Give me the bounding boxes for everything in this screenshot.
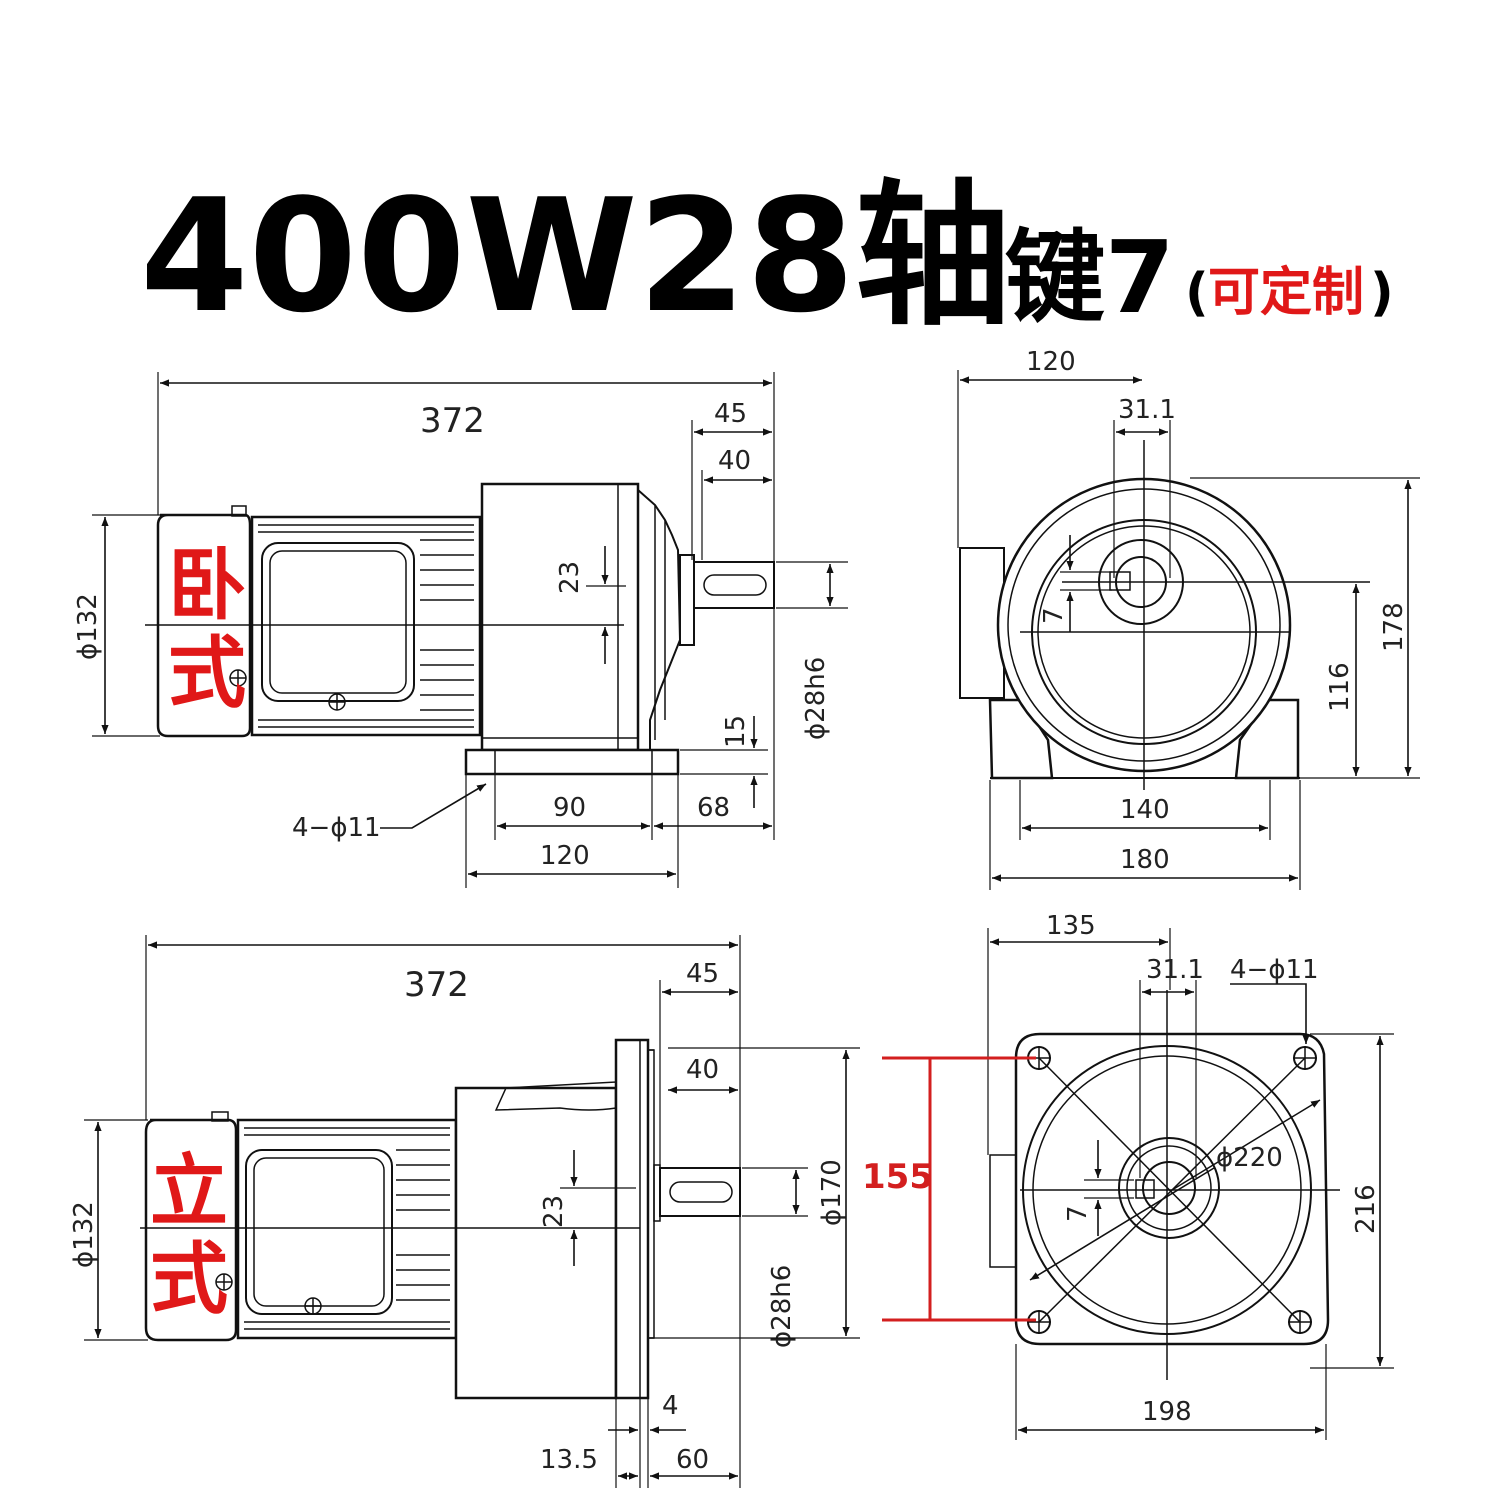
dim-hole-spacing: 155 (862, 1157, 933, 1197)
cap-screw-icon (229, 669, 247, 687)
dim-flange-13-5: 13.5 (540, 1445, 598, 1475)
title-main: 400W28轴 (140, 165, 1011, 347)
title: 400W28轴 键7 ( 可定制 ) (140, 165, 1394, 347)
output-shaft (693, 561, 775, 609)
dim-width-135: 135 (1046, 911, 1096, 941)
dim-flange-4: 4 (662, 1391, 679, 1421)
gearbox-body (480, 482, 640, 752)
screw-icon-v (304, 1297, 322, 1315)
motor-fins (258, 524, 474, 728)
dim-pcd: ϕ220 (1216, 1143, 1283, 1173)
horizontal-end-view: 120 31.1 7 116 178 140 180 (957, 347, 1420, 890)
dim-base-15: 15 (721, 715, 751, 748)
motor-end-cap-v (144, 1118, 238, 1342)
dim-overall-length-v: 372 (404, 965, 469, 1005)
output-shaft-v (659, 1167, 741, 1217)
gearbox-body-v (454, 1086, 618, 1400)
dim-height-178: 178 (1379, 602, 1409, 652)
dim-key-31-1-v: 31.1 (1146, 955, 1204, 985)
motor-body-v (236, 1118, 458, 1340)
key-slot-v (1135, 1179, 1155, 1199)
dim-width-198: 198 (1142, 1397, 1192, 1427)
dim-shaft-dia-v: ϕ28h6 (767, 1265, 797, 1348)
output-flange (679, 554, 695, 646)
title-key: 键7 (1005, 219, 1175, 336)
motor-body (250, 515, 482, 737)
cap-screw-icon-v (215, 1273, 233, 1291)
terminal-box-inner (269, 550, 407, 694)
dim-key-23: 23 (555, 561, 585, 594)
shaft-boss-v (1118, 1137, 1220, 1239)
dim-shaft-dia: ϕ28h6 (801, 657, 831, 740)
horizontal-side-view: 卧 式 372 45 40 ϕ132 23 ϕ28h6 (73, 372, 848, 888)
dim-base-68: 68 (697, 793, 730, 823)
screw-icon (328, 693, 346, 711)
title-open-paren: ( (1185, 263, 1209, 323)
dim-base-180: 180 (1120, 845, 1170, 875)
dim-shaft-40: 40 (718, 446, 751, 476)
gearbox-taper (637, 489, 682, 750)
mounting-flange (614, 1038, 650, 1400)
shaft-end-v (1142, 1161, 1196, 1215)
dim-key-23-v: 23 (539, 1195, 569, 1228)
dim-height-116: 116 (1325, 662, 1355, 712)
shaft-key (703, 574, 767, 596)
dim-shaft-45-v: 45 (686, 959, 719, 989)
dim-overall-length: 372 (420, 401, 485, 441)
terminal-box (261, 542, 415, 702)
title-customizable: 可定制 (1208, 263, 1364, 323)
dim-key-31-1: 31.1 (1118, 395, 1176, 425)
side-label-horizontal-1: 卧 (168, 541, 246, 631)
dim-motor-dia: ϕ132 (73, 593, 103, 660)
dim-base-120: 120 (540, 841, 590, 871)
dim-key-7-v: 7 (1063, 1205, 1093, 1222)
foot-left (988, 698, 1054, 780)
dim-height-216: 216 (1351, 1184, 1381, 1234)
hole-callout-vertical: 4−ϕ11 (1230, 955, 1319, 985)
dim-base-90: 90 (553, 793, 586, 823)
side-label-vertical-1: 立 (150, 1147, 228, 1237)
dim-base-140: 140 (1120, 795, 1170, 825)
hole-callout-horizontal: 4−ϕ11 (292, 813, 381, 843)
terminal-box-v (245, 1149, 393, 1315)
vertical-end-view: 135 31.1 4−ϕ11 ϕ220 7 216 198 155 (862, 911, 1394, 1440)
key-slot (1109, 571, 1131, 591)
cap-tab (231, 505, 247, 517)
dim-shaft-60: 60 (676, 1445, 709, 1475)
foot-right (1234, 698, 1300, 780)
dim-key-7: 7 (1039, 607, 1069, 624)
side-label-vertical-2: 式 (150, 1235, 228, 1325)
mounting-base (464, 748, 680, 776)
shaft-key-v (669, 1181, 733, 1203)
motor-fins-v (244, 1127, 450, 1330)
dim-motor-dia-v: ϕ132 (69, 1201, 99, 1268)
title-close-paren: ) (1370, 263, 1394, 323)
dim-flange-dia-v: ϕ170 (817, 1159, 847, 1226)
dim-shaft-45: 45 (714, 399, 747, 429)
side-label-horizontal-2: 式 (168, 629, 246, 719)
dim-shaft-40-v: 40 (686, 1055, 719, 1085)
dim-end-width-120: 120 (1026, 347, 1076, 377)
vertical-side-view: 立 式 372 45 40 ϕ132 23 ϕ28h6 ϕ170 (69, 935, 860, 1488)
